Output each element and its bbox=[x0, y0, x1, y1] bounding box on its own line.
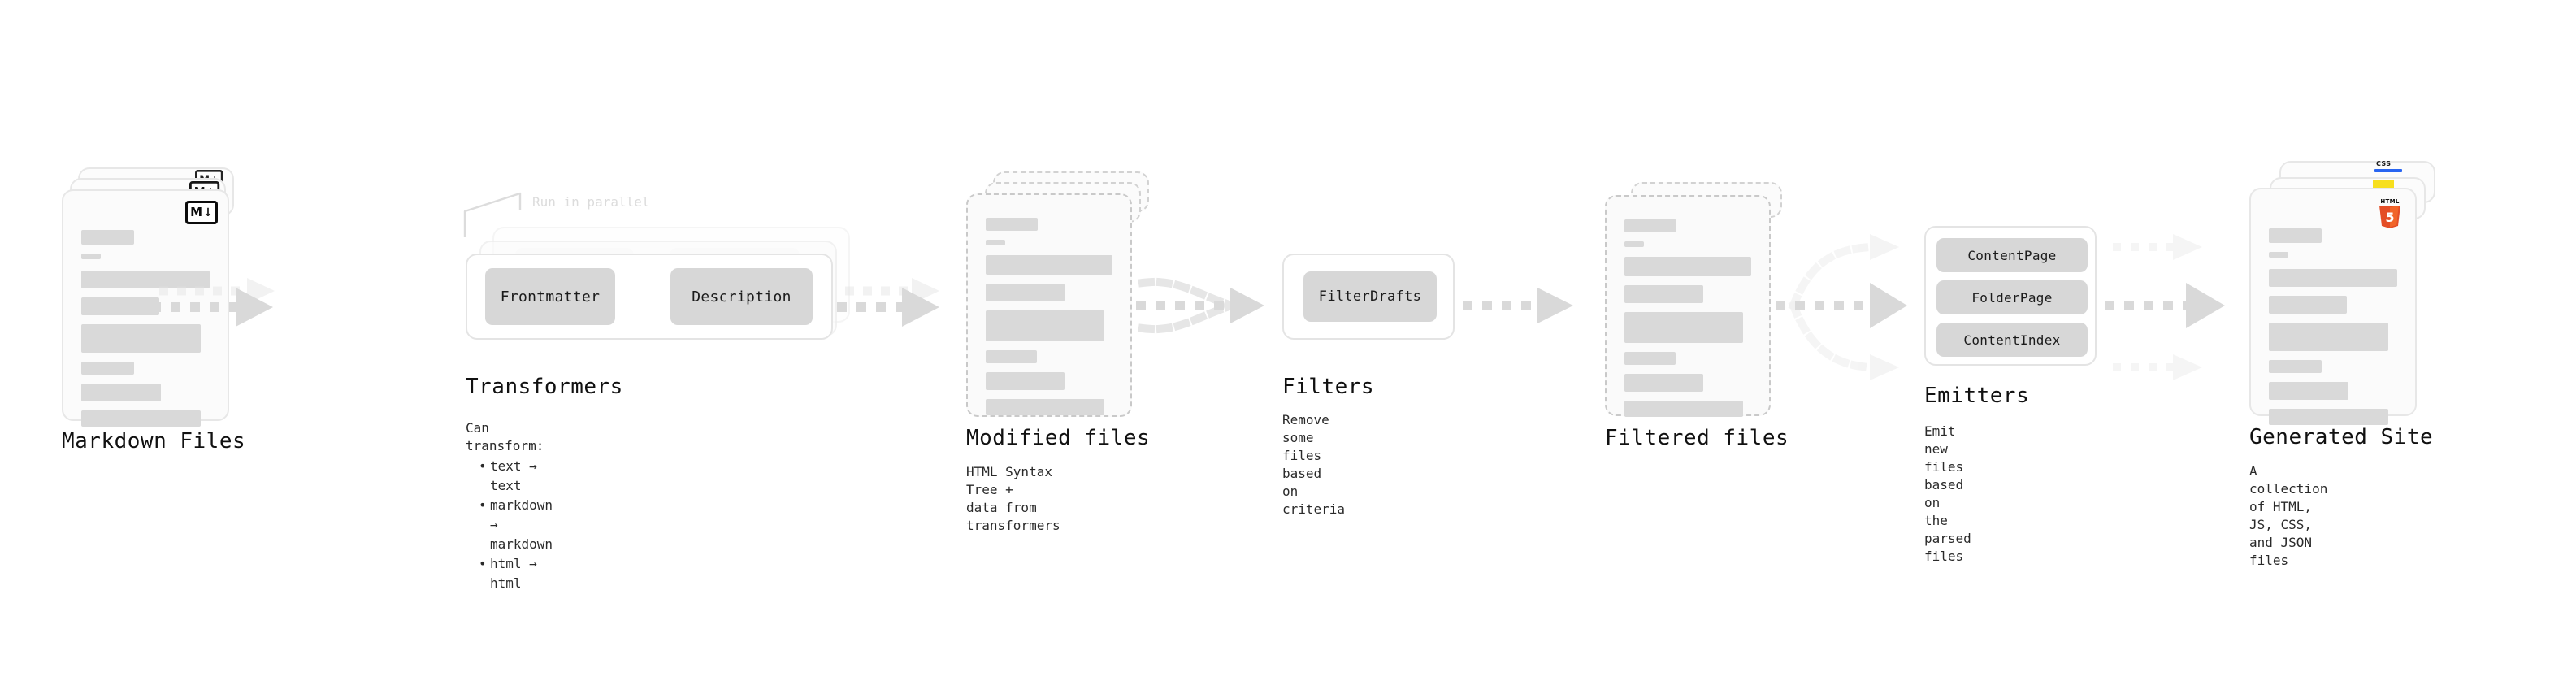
filter-chip-filterdrafts[interactable]: FilterDrafts bbox=[1303, 271, 1437, 322]
content-bar bbox=[986, 350, 1037, 363]
transformers-note-item: html → html bbox=[479, 554, 553, 593]
content-bar bbox=[2269, 269, 2397, 287]
stage-subtitle-emitters: Emit new files based on the parsed files bbox=[1924, 423, 1971, 564]
content-bar bbox=[1624, 312, 1743, 343]
content-bar bbox=[2269, 228, 2322, 243]
content-bar bbox=[2269, 323, 2388, 351]
content-bar bbox=[986, 218, 1038, 231]
emitter-chip-folderpage[interactable]: FolderPage bbox=[1936, 280, 2088, 314]
markdown-file-card: M ↓ bbox=[62, 189, 229, 427]
transformers-note-list: text → text markdown → markdown html → h… bbox=[466, 457, 553, 593]
stage-title-filtered: Filtered files bbox=[1605, 426, 1789, 450]
stage-title-markdown: Markdown Files bbox=[62, 429, 246, 453]
markdown-card-lines bbox=[81, 230, 210, 436]
content-bar bbox=[986, 372, 1065, 390]
content-bar bbox=[2269, 409, 2388, 425]
transformers-note: Can transform: text → text markdown → ma… bbox=[466, 419, 553, 593]
generated-site-card: HTML 5 bbox=[2249, 188, 2417, 425]
content-bar bbox=[1624, 257, 1751, 276]
run-in-parallel-label: Run in parallel bbox=[532, 194, 650, 210]
content-bar bbox=[986, 255, 1112, 275]
filters-box: FilterDrafts bbox=[1282, 254, 1455, 340]
content-bar bbox=[1624, 219, 1676, 232]
transformers-note-item: markdown → markdown bbox=[479, 496, 553, 554]
content-bar bbox=[1624, 401, 1743, 417]
css-badge-label: CSS bbox=[2376, 160, 2392, 167]
stage-title-transformers: Transformers bbox=[466, 375, 623, 399]
filtered-card-lines bbox=[1624, 219, 1751, 426]
transformer-chip-frontmatter[interactable]: Frontmatter bbox=[485, 268, 615, 325]
md-badge-icon: M ↓ bbox=[185, 201, 218, 224]
emitter-chip-contentpage[interactable]: ContentPage bbox=[1936, 238, 2088, 272]
transformers-note-heading: Can transform: bbox=[466, 420, 544, 453]
transformer-chip-description[interactable]: Description bbox=[670, 268, 813, 325]
md-badge-letter: M bbox=[190, 205, 203, 219]
stage-title-modified: Modified files bbox=[966, 426, 1151, 450]
md-badge-arrow: ↓ bbox=[203, 206, 213, 219]
arrow-filtered-to-emitters bbox=[1776, 234, 1907, 380]
content-bar bbox=[81, 362, 134, 375]
stage-subtitle-filters: Remove some files based on criteria bbox=[1282, 412, 1346, 517]
arrow-modified-to-filters bbox=[1136, 278, 1264, 333]
transformers-note-item: text → text bbox=[479, 457, 553, 496]
content-bar bbox=[986, 310, 1104, 341]
modified-card-lines bbox=[986, 218, 1112, 424]
content-bar bbox=[986, 240, 1005, 245]
content-bar bbox=[81, 271, 210, 288]
stage-title-generated: Generated Site bbox=[2249, 425, 2434, 449]
content-bar bbox=[1624, 241, 1644, 247]
stage-subtitle-generated: A collection of HTML, JS, CSS, and JSON … bbox=[2249, 463, 2328, 568]
modified-file-card bbox=[966, 193, 1132, 417]
content-bar bbox=[81, 297, 159, 315]
content-bar bbox=[81, 324, 201, 353]
content-bar bbox=[81, 384, 161, 401]
arrow-markdown-to-transformers bbox=[151, 278, 275, 327]
content-bar bbox=[986, 399, 1104, 415]
content-bar bbox=[2269, 382, 2348, 400]
content-bar bbox=[1624, 352, 1676, 365]
content-bar bbox=[81, 410, 201, 427]
content-bar bbox=[81, 254, 101, 259]
stage-title-filters: Filters bbox=[1282, 375, 1375, 399]
svg-text:5: 5 bbox=[2385, 210, 2394, 225]
emitter-chip-contentindex[interactable]: ContentIndex bbox=[1936, 323, 2088, 357]
content-bar bbox=[81, 230, 134, 245]
stage-title-emitters: Emitters bbox=[1924, 384, 2030, 408]
content-bar bbox=[1624, 285, 1703, 303]
stage-subtitle-modified: HTML Syntax Tree + data from transformer… bbox=[966, 464, 1060, 533]
content-bar bbox=[2269, 360, 2322, 373]
css-badge-icon bbox=[2374, 169, 2402, 172]
content-bar bbox=[986, 284, 1065, 301]
svg-text:HTML: HTML bbox=[2380, 198, 2399, 205]
content-bar bbox=[2269, 252, 2288, 258]
content-bar bbox=[2269, 296, 2347, 314]
emitters-box: ContentPage FolderPage ContentIndex bbox=[1924, 226, 2097, 366]
arrow-filters-to-filtered bbox=[1463, 288, 1573, 323]
content-bar bbox=[1624, 374, 1703, 392]
arrow-emitters-to-site bbox=[2105, 234, 2225, 380]
site-card-lines bbox=[2269, 228, 2397, 434]
filtered-file-card bbox=[1605, 195, 1771, 417]
arrow-transformers-to-modified bbox=[837, 278, 939, 327]
run-in-parallel-bracket bbox=[463, 192, 522, 237]
html5-badge-icon: HTML 5 bbox=[2379, 198, 2400, 228]
